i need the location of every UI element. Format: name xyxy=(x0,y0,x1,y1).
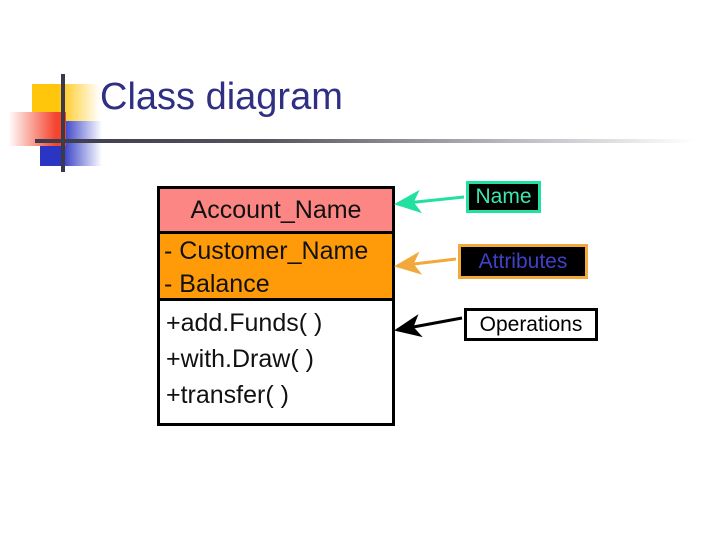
connector-name-arrow xyxy=(394,189,465,214)
callout-name: Name xyxy=(466,181,541,213)
connector-attributes-arrow xyxy=(394,251,457,275)
uml-operation: +with.Draw( ) xyxy=(166,345,314,373)
connector-operations-arrow xyxy=(394,314,463,338)
uml-class-attributes-compartment: - Customer_Name - Balance xyxy=(160,234,392,301)
uml-attribute: - Balance xyxy=(164,270,270,298)
uml-class-name: Account_Name xyxy=(190,195,362,224)
page-title: Class diagram xyxy=(100,76,343,118)
uml-class-name-compartment: Account_Name xyxy=(160,189,392,234)
slide-title-area: Class diagram xyxy=(0,0,720,172)
uml-operation: +transfer( ) xyxy=(166,381,289,409)
uml-attribute: - Customer_Name xyxy=(164,237,369,265)
uml-operation: +add.Funds( ) xyxy=(166,309,323,337)
decoration-vertical-rule xyxy=(61,74,65,172)
callout-operations: Operations xyxy=(464,308,598,341)
uml-class-box: Account_Name - Customer_Name - Balance +… xyxy=(157,186,395,426)
callout-attributes: Attributes xyxy=(458,244,588,279)
decoration-horizontal-rule xyxy=(35,139,695,143)
uml-class-operations-compartment: +add.Funds( ) +with.Draw( ) +transfer( ) xyxy=(160,301,392,413)
